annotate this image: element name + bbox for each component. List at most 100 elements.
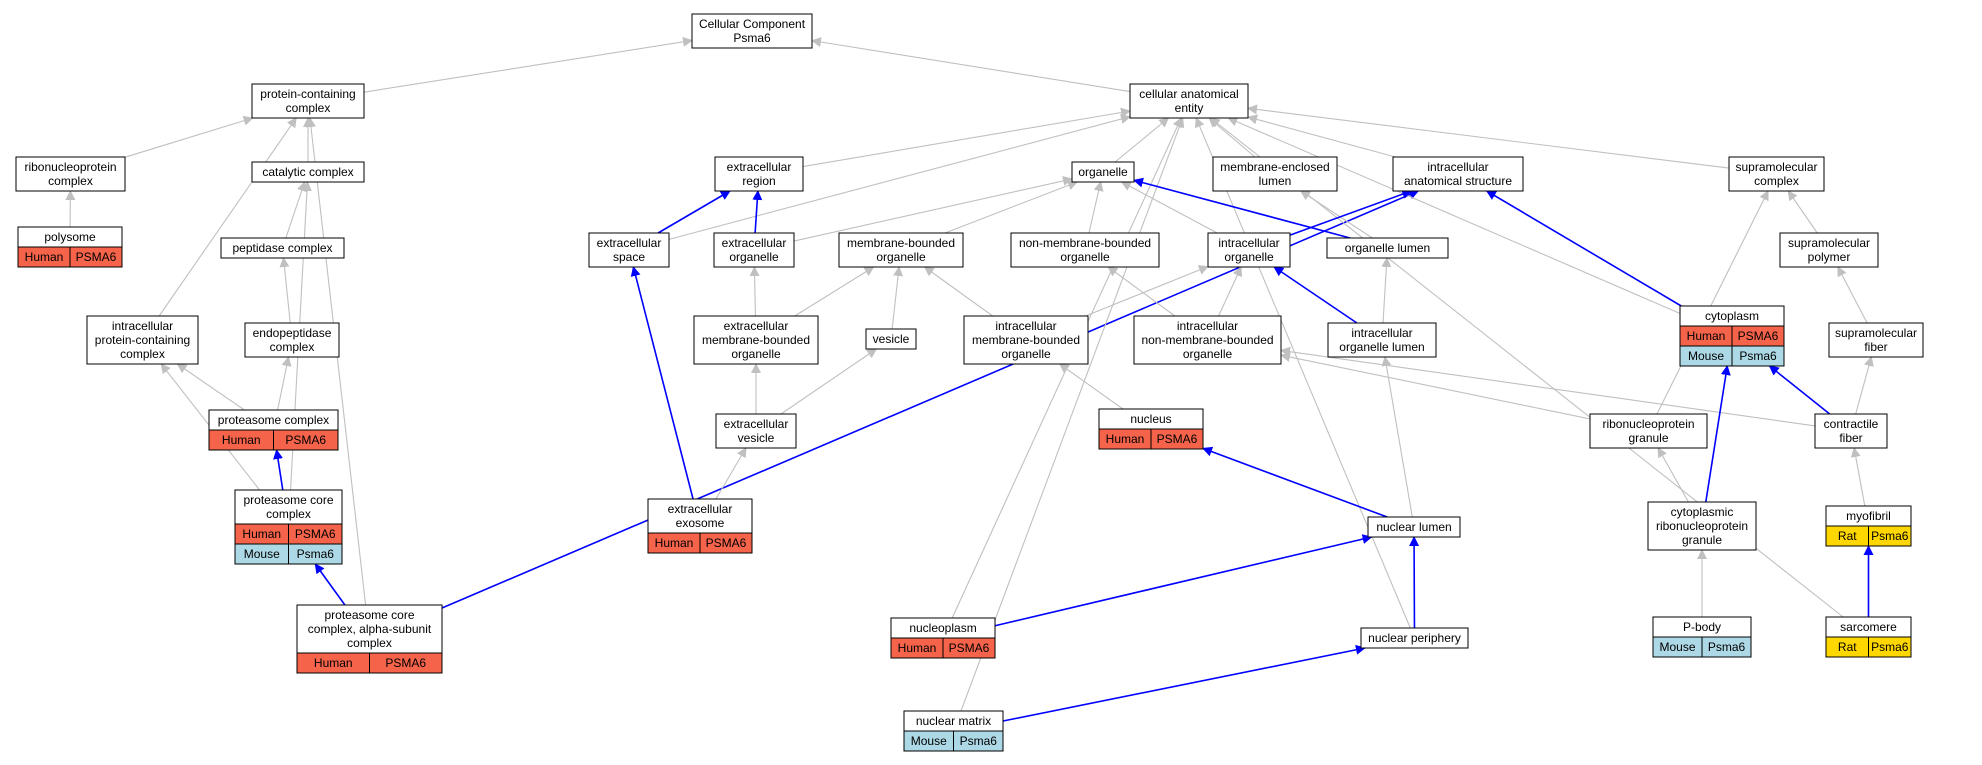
term-box	[1589, 413, 1708, 449]
term-label-line: complex	[266, 507, 311, 521]
term-label-line: fiber	[1839, 431, 1862, 445]
term-node-vesicle[interactable]: vesicle	[865, 328, 917, 350]
species-label: Human	[1106, 432, 1145, 446]
term-node-inmbo[interactable]: intracellularnon-membrane-boundedorganel…	[1133, 315, 1282, 365]
term-label-line: myofibril	[1846, 509, 1891, 523]
term-label-line: lumen	[1259, 174, 1292, 188]
term-label-line: nucleoplasm	[909, 621, 976, 635]
term-box	[865, 328, 917, 350]
gene-label: PSMA6	[295, 527, 336, 541]
term-label-line: intracellular	[112, 319, 173, 333]
term-label-line: nucleus	[1130, 412, 1171, 426]
edge-ipcc-to-pcc	[158, 117, 297, 317]
term-box	[1212, 156, 1338, 192]
gene-cell	[1868, 525, 1912, 547]
gene-cell	[69, 246, 123, 268]
term-node-nper[interactable]: nuclear periphery	[1360, 627, 1469, 649]
term-box	[715, 413, 797, 449]
term-label-line: organelle	[1183, 347, 1233, 361]
term-label-line: granule	[1628, 431, 1668, 445]
gene-label: PSMA6	[706, 536, 747, 550]
edge-cfib-to-smf	[1855, 356, 1874, 415]
term-node-org[interactable]: organelle	[1071, 161, 1135, 183]
gene-cell	[1701, 636, 1752, 658]
edge-smc-to-cae	[1247, 104, 1730, 169]
term-node-ol[interactable]: organelle lumen	[1326, 237, 1449, 259]
term-label-line: complex	[286, 101, 331, 115]
edge-exsp-to-cae	[668, 114, 1131, 240]
term-label-line: complex	[347, 636, 392, 650]
term-node-catc[interactable]: catalytic complex	[251, 161, 365, 183]
term-node-nlum[interactable]: nuclear lumen	[1367, 516, 1461, 538]
term-node-pepc[interactable]: peptidase complex	[220, 237, 345, 259]
edge-crnpg-to-rnpg	[1657, 447, 1689, 503]
term-label-line: cytoplasmic	[1671, 505, 1734, 519]
edge-rnpg-to-inmbo	[1280, 352, 1591, 420]
species-label: Human	[314, 656, 353, 670]
species-label: Mouse	[1688, 349, 1724, 363]
edge-nmbo-to-org	[1088, 181, 1104, 234]
term-label-line: polysome	[44, 230, 96, 244]
term-box	[1327, 322, 1437, 358]
edge-mbo-to-org	[944, 180, 1079, 234]
edge-rnpg-to-smc	[1656, 190, 1769, 415]
term-box	[15, 156, 126, 192]
edge-crnpg-to-cyto	[1704, 365, 1731, 503]
edge-cfib-to-inmbo	[1280, 346, 1816, 427]
edge-nmat-to-nper	[1002, 644, 1366, 722]
term-box	[1779, 232, 1879, 268]
edge-pepc-to-catc	[285, 181, 307, 239]
term-label-line: protein-containing	[260, 87, 355, 101]
term-label-line: exosome	[676, 516, 725, 530]
term-label-line: extracellular	[724, 319, 789, 333]
term-label-line: intracellular	[1177, 319, 1238, 333]
species-label: Mouse	[1659, 640, 1695, 654]
term-label-line: supramolecular	[1735, 160, 1817, 174]
edge-vesicle-to-mbo	[891, 266, 904, 330]
edge-smp-to-smc	[1787, 190, 1818, 234]
term-label-line: organelle lumen	[1345, 241, 1430, 255]
